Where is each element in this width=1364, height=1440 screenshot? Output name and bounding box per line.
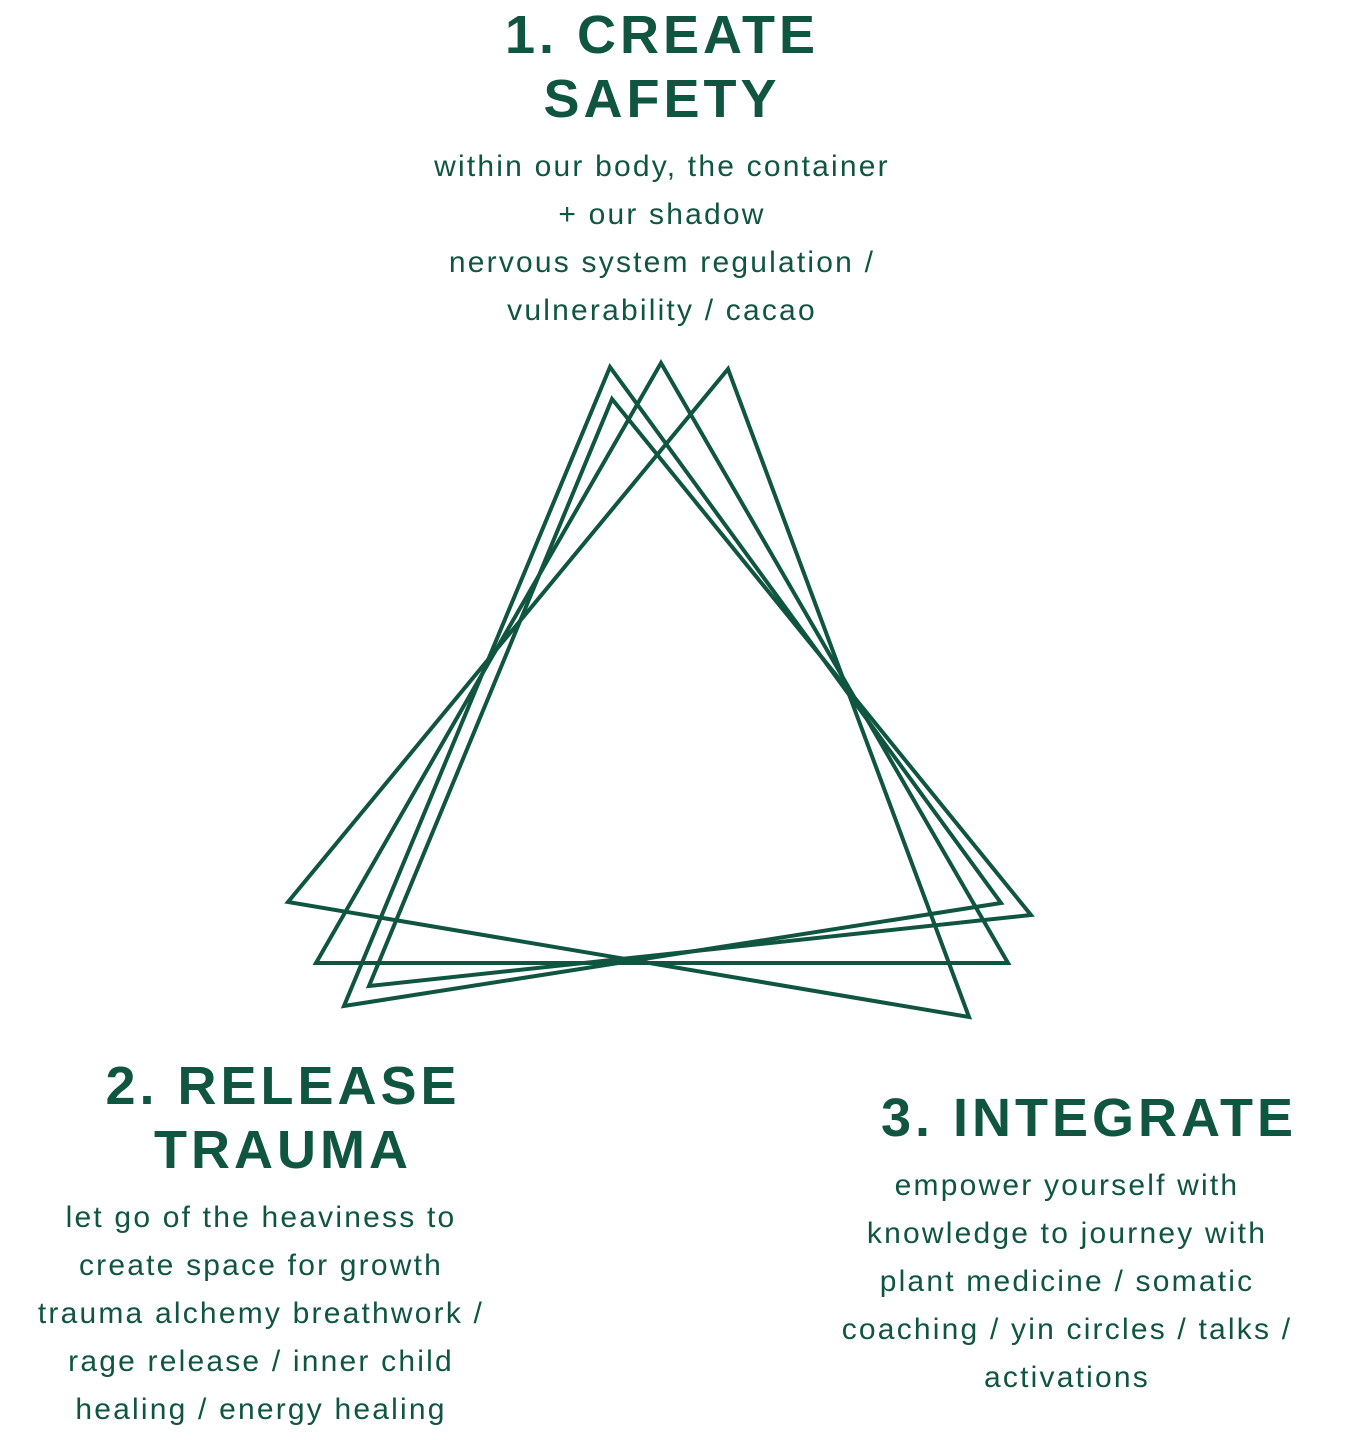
section-integrate: 3. INTEGRATE empower yourself with knowl… (800, 1086, 1334, 1402)
description-line: coaching / yin circles / talks / (841, 1313, 1293, 1346)
section-create-safety: 1. CREATE SAFETY within our body, the co… (332, 3, 992, 335)
triangle-outline-1 (312, 358, 1012, 965)
description-line: within our body, the container (434, 150, 890, 183)
description-line: trauma alchemy breathwork / (37, 1297, 485, 1330)
description-line: nervous system regulation / (448, 246, 876, 279)
heading-line: 2. RELEASE (105, 1056, 461, 1116)
triangle-outline-2 (340, 362, 1005, 1009)
section-description: empower yourself with knowledge to journ… (800, 1162, 1334, 1402)
triangle-outline-4 (284, 365, 973, 1020)
section-description: let go of the heaviness to create space … (0, 1194, 522, 1434)
section-description: within our body, the container + our sha… (332, 143, 992, 335)
description-line: knowledge to journey with (866, 1217, 1268, 1250)
description-line: let go of the heaviness to (65, 1201, 457, 1234)
section-heading: 3. INTEGRATE (800, 1086, 1334, 1150)
description-line: empower yourself with (894, 1169, 1240, 1202)
heading-line: SAFETY (543, 69, 781, 129)
section-release-trauma: 2. RELEASE TRAUMA let go of the heavines… (0, 1054, 522, 1434)
description-line: create space for growth (78, 1249, 444, 1282)
heading-line: 1. CREATE (504, 5, 820, 65)
description-line: plant medicine / somatic (879, 1265, 1255, 1298)
description-line: vulnerability / cacao (507, 294, 817, 327)
description-line: rage release / inner child (68, 1345, 454, 1378)
description-line: activations (984, 1361, 1150, 1394)
description-line: + our shadow (558, 198, 766, 231)
description-line: healing / energy healing (75, 1393, 447, 1426)
heading-line: TRAUMA (154, 1120, 412, 1180)
triangle-outline-3 (365, 395, 1035, 989)
section-heading: 2. RELEASE TRAUMA (0, 1054, 522, 1182)
heading-line: 3. INTEGRATE (880, 1088, 1298, 1148)
section-heading: 1. CREATE SAFETY (332, 3, 992, 131)
